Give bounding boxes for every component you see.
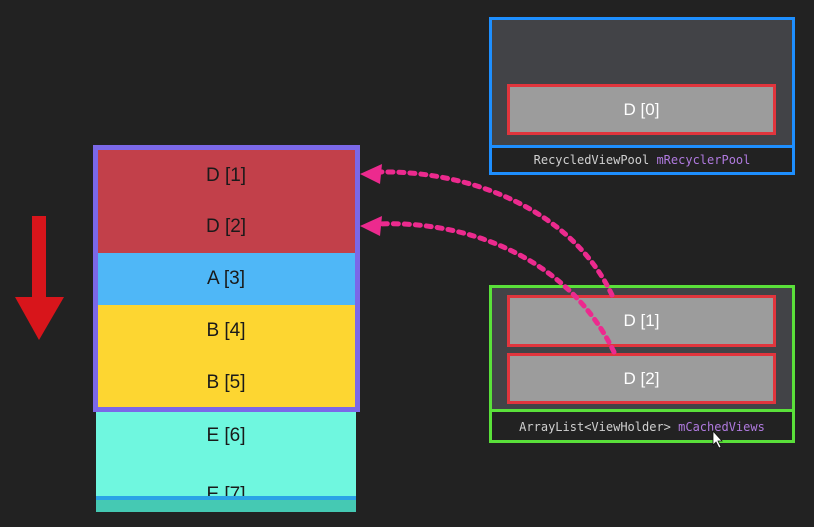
list-item-d2: D [2] — [96, 201, 356, 254]
recycler-pool-holder-d0: D [0] — [507, 84, 776, 135]
arrowhead-icon — [360, 164, 382, 184]
cached-views-label: ArrayList<ViewHolder> mCachedViews — [492, 413, 792, 441]
list-item-label: D [2] — [205, 216, 247, 237]
recycler-pool-var: mRecyclerPool — [656, 153, 751, 167]
reuse-arrow-d1 — [375, 169, 615, 298]
cached-views-var: mCachedViews — [678, 420, 765, 434]
cached-views-type: ArrayList<ViewHolder> — [519, 420, 671, 434]
recycler-pool-divider — [492, 145, 792, 148]
list-bottom-strip — [96, 500, 356, 512]
list-item-b4: B [4] — [96, 305, 356, 358]
recycler-pool-label-bg — [492, 148, 792, 172]
reuse-arrow-d2 — [375, 221, 617, 355]
list-item-label: B [5] — [206, 371, 246, 393]
holder-label: D [2] — [623, 368, 660, 388]
cached-views-holder-d2: D [2] — [507, 353, 776, 404]
holder-label: D [0] — [623, 99, 660, 119]
recycler-pool-label: RecycledViewPool mRecyclerPool — [492, 148, 792, 172]
visible-viewport-frame — [93, 145, 360, 412]
cached-views-holder-d1: D [1] — [507, 295, 776, 347]
holder-label: D [1] — [623, 311, 660, 330]
list-item-d1: D [1] — [96, 150, 356, 202]
list-item-label: D [1] — [205, 164, 247, 186]
list-item-b5: B [5] — [96, 357, 356, 409]
cached-views-label-bg — [492, 412, 792, 440]
list-edge-line — [96, 496, 356, 500]
list-item-label: E [6] — [206, 424, 246, 446]
arrowhead-icon — [360, 216, 382, 236]
list-item-e6: E [6] — [96, 410, 356, 462]
list-item-a3: A [3] — [96, 253, 356, 306]
list-item-label: A [3] — [206, 268, 246, 289]
recycler-pool-type: RecycledViewPool — [533, 153, 650, 167]
cached-views-divider — [492, 409, 792, 412]
list-item-label: B [4] — [206, 320, 246, 341]
